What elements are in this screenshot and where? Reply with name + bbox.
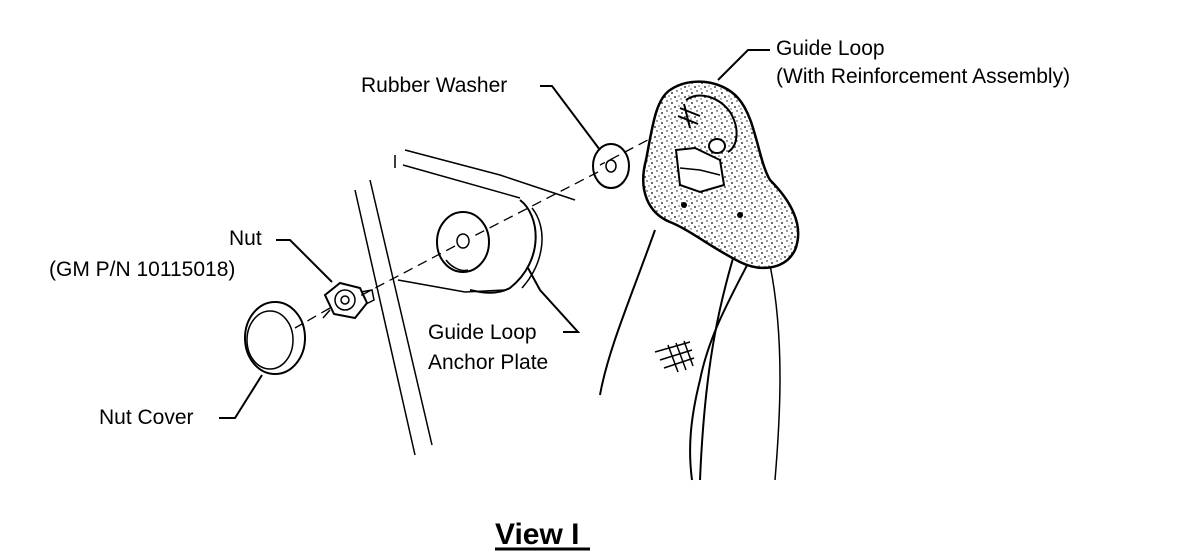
- guide-loop: [642, 80, 800, 270]
- anchor-plate-label-detail: Anchor Plate: [428, 351, 548, 374]
- guide-loop-anchor-plate: [469, 199, 543, 294]
- anchor-plate-label: Guide Loop: [428, 321, 537, 344]
- guide-loop-label: Guide Loop: [776, 37, 885, 60]
- view-title: View I: [495, 518, 580, 551]
- nut-cover: [244, 301, 306, 375]
- guide-loop-label-detail: (With Reinforcement Assembly): [776, 65, 1070, 88]
- spacer-washer: [436, 211, 490, 273]
- nut: [322, 281, 375, 320]
- nut-label: Nut: [229, 227, 262, 250]
- nut-part-number-label: (GM P/N 10115018): [49, 258, 235, 281]
- pillar-panel: [354, 149, 576, 456]
- leader-lines: [219, 49, 770, 419]
- nut-cover-label: Nut Cover: [99, 406, 194, 429]
- rubber-washer-label: Rubber Washer: [361, 74, 507, 97]
- rubber-washer: [592, 143, 630, 189]
